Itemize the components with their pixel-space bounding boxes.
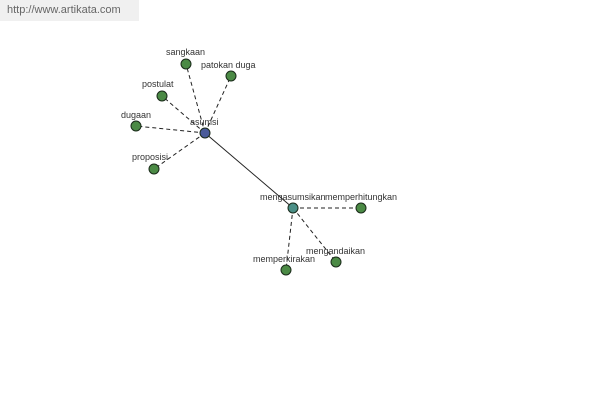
- node-dot-memperkirakan[interactable]: [280, 264, 292, 276]
- node-label-patokan-duga: patokan duga: [201, 60, 256, 70]
- nodes-layer: asumsi sangkaan patokan duga postulat dugaan…: [121, 47, 397, 276]
- node-dugaan[interactable]: dugaan: [121, 110, 151, 132]
- node-label-memperkirakan: memperkirakan: [253, 254, 315, 264]
- node-label-postulat: postulat: [142, 79, 174, 89]
- watermark-url: http://www.artikata.com: [0, 0, 139, 21]
- edge-asumsi-proposisi: [153, 132, 206, 170]
- node-dot-memperhitungkan[interactable]: [355, 202, 367, 214]
- node-mengandaikan[interactable]: mengandaikan: [306, 246, 365, 268]
- edge-asumsi-patokan-duga: [204, 75, 232, 134]
- node-dot-sangkaan[interactable]: [180, 58, 192, 70]
- node-dot-dugaan[interactable]: [130, 120, 142, 132]
- node-memperkirakan[interactable]: memperkirakan: [253, 254, 315, 276]
- node-dot-postulat[interactable]: [156, 90, 168, 102]
- edge-mengasumsikan-mengandaikan: [292, 207, 337, 263]
- node-memperhitungkan[interactable]: memperhitungkan: [325, 192, 397, 214]
- node-patokan-duga[interactable]: patokan duga: [201, 60, 256, 82]
- node-label-mengasumsikan: mengasumsikan: [260, 192, 326, 202]
- node-dot-mengandaikan[interactable]: [330, 256, 342, 268]
- node-mengasumsikan[interactable]: mengasumsikan: [260, 192, 326, 214]
- node-label-asumsi: asumsi: [190, 117, 219, 127]
- node-sangkaan[interactable]: sangkaan: [166, 47, 205, 70]
- node-label-proposisi: proposisi: [132, 152, 168, 162]
- node-dot-asumsi[interactable]: [199, 127, 211, 139]
- node-postulat[interactable]: postulat: [142, 79, 174, 102]
- node-label-memperhitungkan: memperhitungkan: [325, 192, 397, 202]
- node-dot-proposisi[interactable]: [148, 163, 160, 175]
- node-asumsi[interactable]: asumsi: [190, 117, 219, 139]
- edge-asumsi-postulat: [161, 95, 206, 134]
- node-label-dugaan: dugaan: [121, 110, 151, 120]
- node-label-mengandaikan: mengandaikan: [306, 246, 365, 256]
- node-dot-patokan-duga[interactable]: [225, 70, 237, 82]
- node-label-sangkaan: sangkaan: [166, 47, 205, 57]
- node-proposisi[interactable]: proposisi: [132, 152, 168, 175]
- edges-layer: [135, 63, 361, 271]
- edge-asumsi-sangkaan: [185, 63, 206, 134]
- edge-asumsi-mengasumsikan: [204, 132, 294, 209]
- edge-asumsi-dugaan: [135, 125, 206, 134]
- edge-mengasumsikan-memperkirakan: [285, 207, 294, 271]
- node-dot-mengasumsikan[interactable]: [287, 202, 299, 214]
